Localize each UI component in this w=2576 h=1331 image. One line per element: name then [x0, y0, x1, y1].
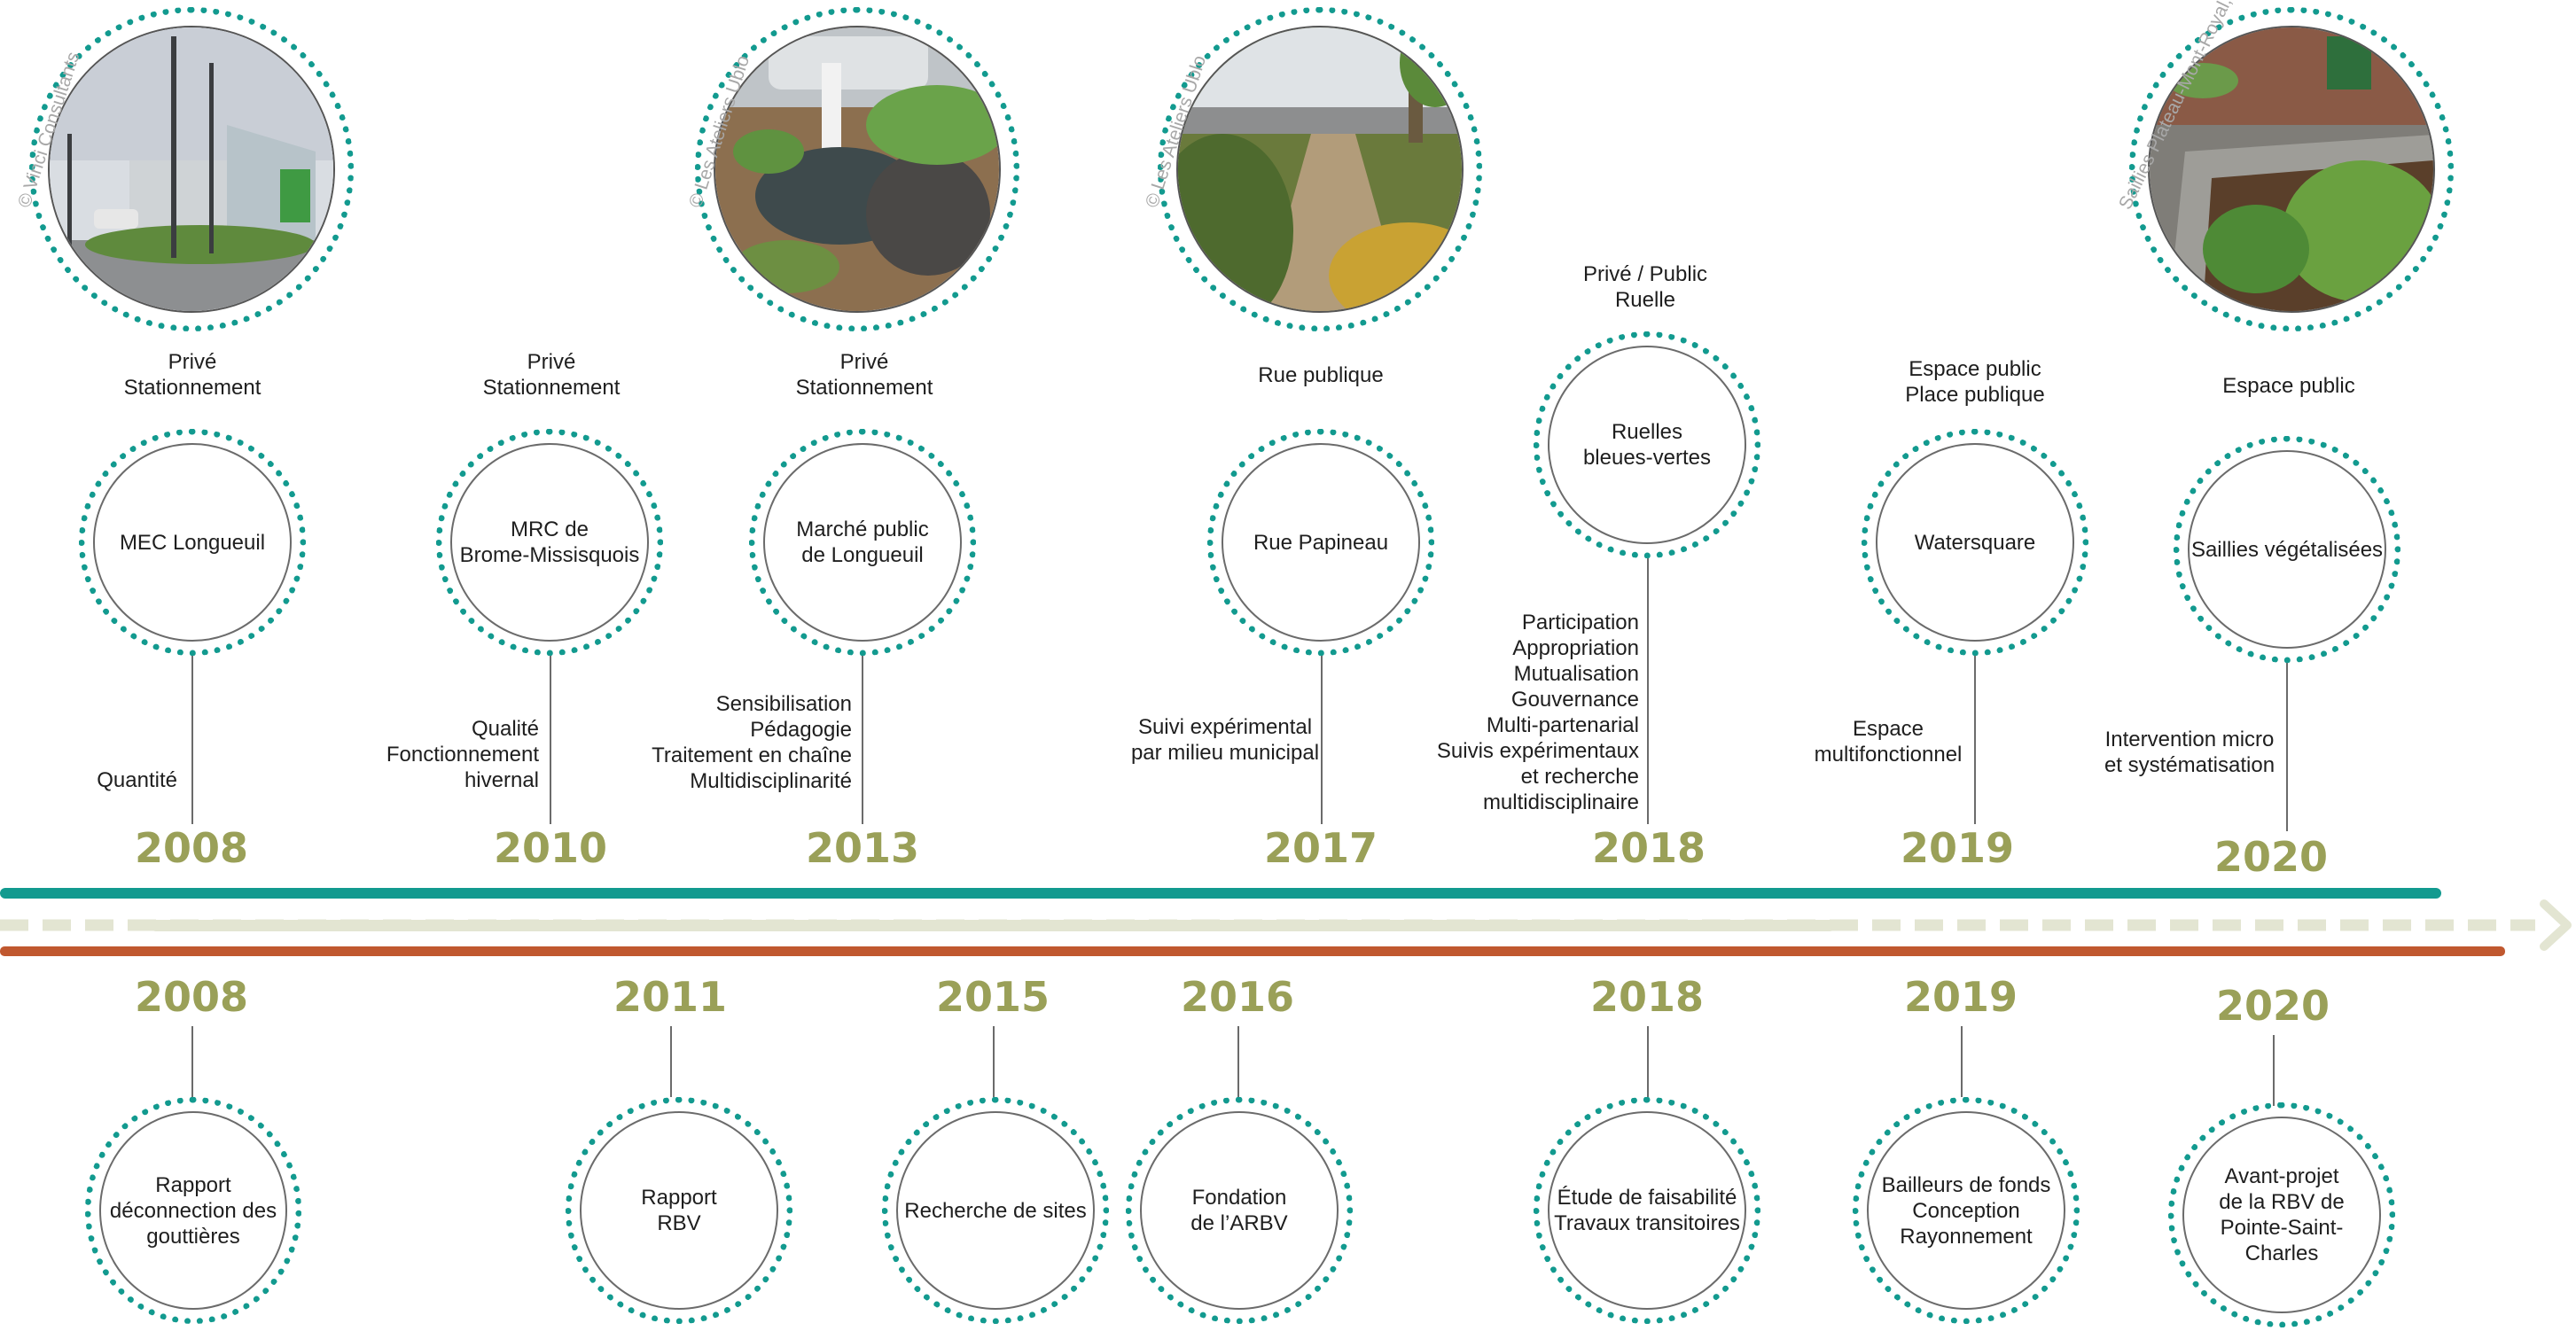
milestone-name: Recherche de sites: [904, 1198, 1087, 1223]
year-label: 2018: [1589, 973, 1705, 1021]
connector-line: [1321, 656, 1323, 824]
year-label: 2019: [1903, 973, 2018, 1021]
connector-line: [1974, 656, 1976, 824]
category-label: Espace public: [2222, 374, 2355, 398]
year-label: 2008: [134, 973, 249, 1021]
year-label: 2018: [1591, 824, 1706, 872]
category-label: Privé Stationnement: [795, 350, 933, 400]
category-label: Rue publique: [1258, 363, 1384, 387]
teal-bar: [0, 888, 2441, 899]
photo-rue-papineau: [1158, 7, 1482, 331]
year-label: 2008: [134, 824, 249, 872]
milestone-circle-avant-projet: Avant-projet de la RBV de Pointe-Saint-C…: [2168, 1102, 2395, 1327]
milestone-circle-rapport-rbv: Rapport RBV: [566, 1097, 792, 1324]
connector-line: [1647, 1026, 1649, 1097]
project-circle-mec-longueuil: MEC Longueuil: [79, 429, 306, 656]
year-label: 2017: [1263, 824, 1378, 872]
milestone-name: Avant-projet de la RBV de Pointe-Saint-C…: [2219, 1164, 2345, 1265]
milestone-name: Bailleurs de fonds Conception Rayonnemen…: [1881, 1172, 2051, 1249]
connector-line: [2273, 1035, 2275, 1106]
milestone-name: Rapport déconnection des gouttières: [109, 1172, 277, 1249]
rain-garden-image: [715, 27, 999, 311]
bioswale-image: [1178, 27, 1462, 311]
project-note: Participation Appropriation Mutualisatio…: [1436, 611, 1639, 814]
year-label: 2016: [1180, 973, 1295, 1021]
category-label: Privé Stationnement: [123, 350, 262, 400]
year-label: 2015: [935, 973, 1050, 1021]
project-note: Espace multifonctionnel: [1814, 717, 1963, 767]
connector-line: [670, 1026, 672, 1097]
year-label: 2020: [2215, 982, 2330, 1030]
project-name: Ruelles bleues-vertes: [1582, 420, 1712, 470]
project-circle-mrc-brome: MRC de Brome-Missisquois: [436, 429, 663, 656]
project-circle-rue-papineau: Rue Papineau: [1207, 429, 1434, 656]
project-note: Sensibilisation Pédagogie Traitement en …: [652, 692, 852, 793]
year-label: 2011: [613, 973, 728, 1021]
milestone-name: Fondation de l’ARBV: [1190, 1186, 1288, 1235]
connector-line: [993, 1026, 995, 1097]
connector-line: [1647, 558, 1649, 824]
year-label: 2013: [805, 824, 920, 872]
project-name: Saillies végétalisées: [2190, 537, 2384, 562]
photo-mec-longueuil: [29, 7, 354, 331]
year-label: 2010: [493, 824, 608, 872]
project-note: Suivi expérimental par milieu municipal: [1130, 715, 1320, 765]
year-label: 2019: [1900, 824, 2015, 872]
project-note: Qualité Fonctionnement hivernal: [386, 717, 539, 792]
project-note: Intervention micro et systématisation: [2104, 728, 2275, 777]
project-name: Watersquare: [1914, 530, 2036, 555]
connector-line: [191, 1026, 193, 1097]
year-label: 2020: [2213, 833, 2329, 881]
connector-line: [862, 656, 863, 824]
project-name: MRC de Brome-Missisquois: [459, 518, 640, 567]
photo-marche-public: [695, 7, 1019, 331]
category-label: Privé Stationnement: [482, 350, 621, 400]
milestone-circle-recherche-sites: Recherche de sites: [882, 1097, 1109, 1324]
milestone-name: Rapport RBV: [641, 1186, 717, 1235]
connector-line: [550, 656, 551, 824]
connector-line: [191, 656, 193, 824]
connector-line: [2286, 663, 2288, 831]
project-circle-saillies: Saillies végétalisées: [2174, 436, 2400, 663]
category-label: Espace public Place publique: [1905, 357, 2045, 407]
project-name: Rue Papineau: [1253, 530, 1389, 555]
milestone-circle-bailleurs: Bailleurs de fonds Conception Rayonnemen…: [1853, 1097, 2080, 1324]
project-note: Quantité: [97, 768, 177, 792]
dashed-arrow-line: [0, 899, 2572, 951]
project-circle-marche-public: Marché public de Longueuil: [749, 429, 976, 656]
project-circle-watersquare: Watersquare: [1862, 429, 2088, 656]
milestone-circle-etude-faisabilite: Étude de faisabilité Travaux transitoire…: [1534, 1097, 1760, 1324]
timeline-bars: [0, 888, 2572, 956]
connector-line: [1237, 1026, 1239, 1097]
project-circle-ruelles: Ruelles bleues-vertes: [1534, 331, 1760, 558]
category-label: Privé / Public Ruelle: [1582, 262, 1708, 312]
photo-saillies: [2129, 7, 2454, 331]
project-name: MEC Longueuil: [119, 530, 266, 555]
parking-lot-image: [50, 27, 333, 311]
connector-line: [1961, 1026, 1963, 1097]
milestone-circle-fondation-arbv: Fondation de l’ARBV: [1126, 1097, 1353, 1324]
milestone-name: Étude de faisabilité Travaux transitoire…: [1554, 1186, 1740, 1235]
rust-bar: [0, 946, 2505, 956]
milestone-circle-rapport-gouttieres: Rapport déconnection des gouttières: [85, 1097, 301, 1324]
project-name: Marché public de Longueuil: [796, 518, 929, 567]
